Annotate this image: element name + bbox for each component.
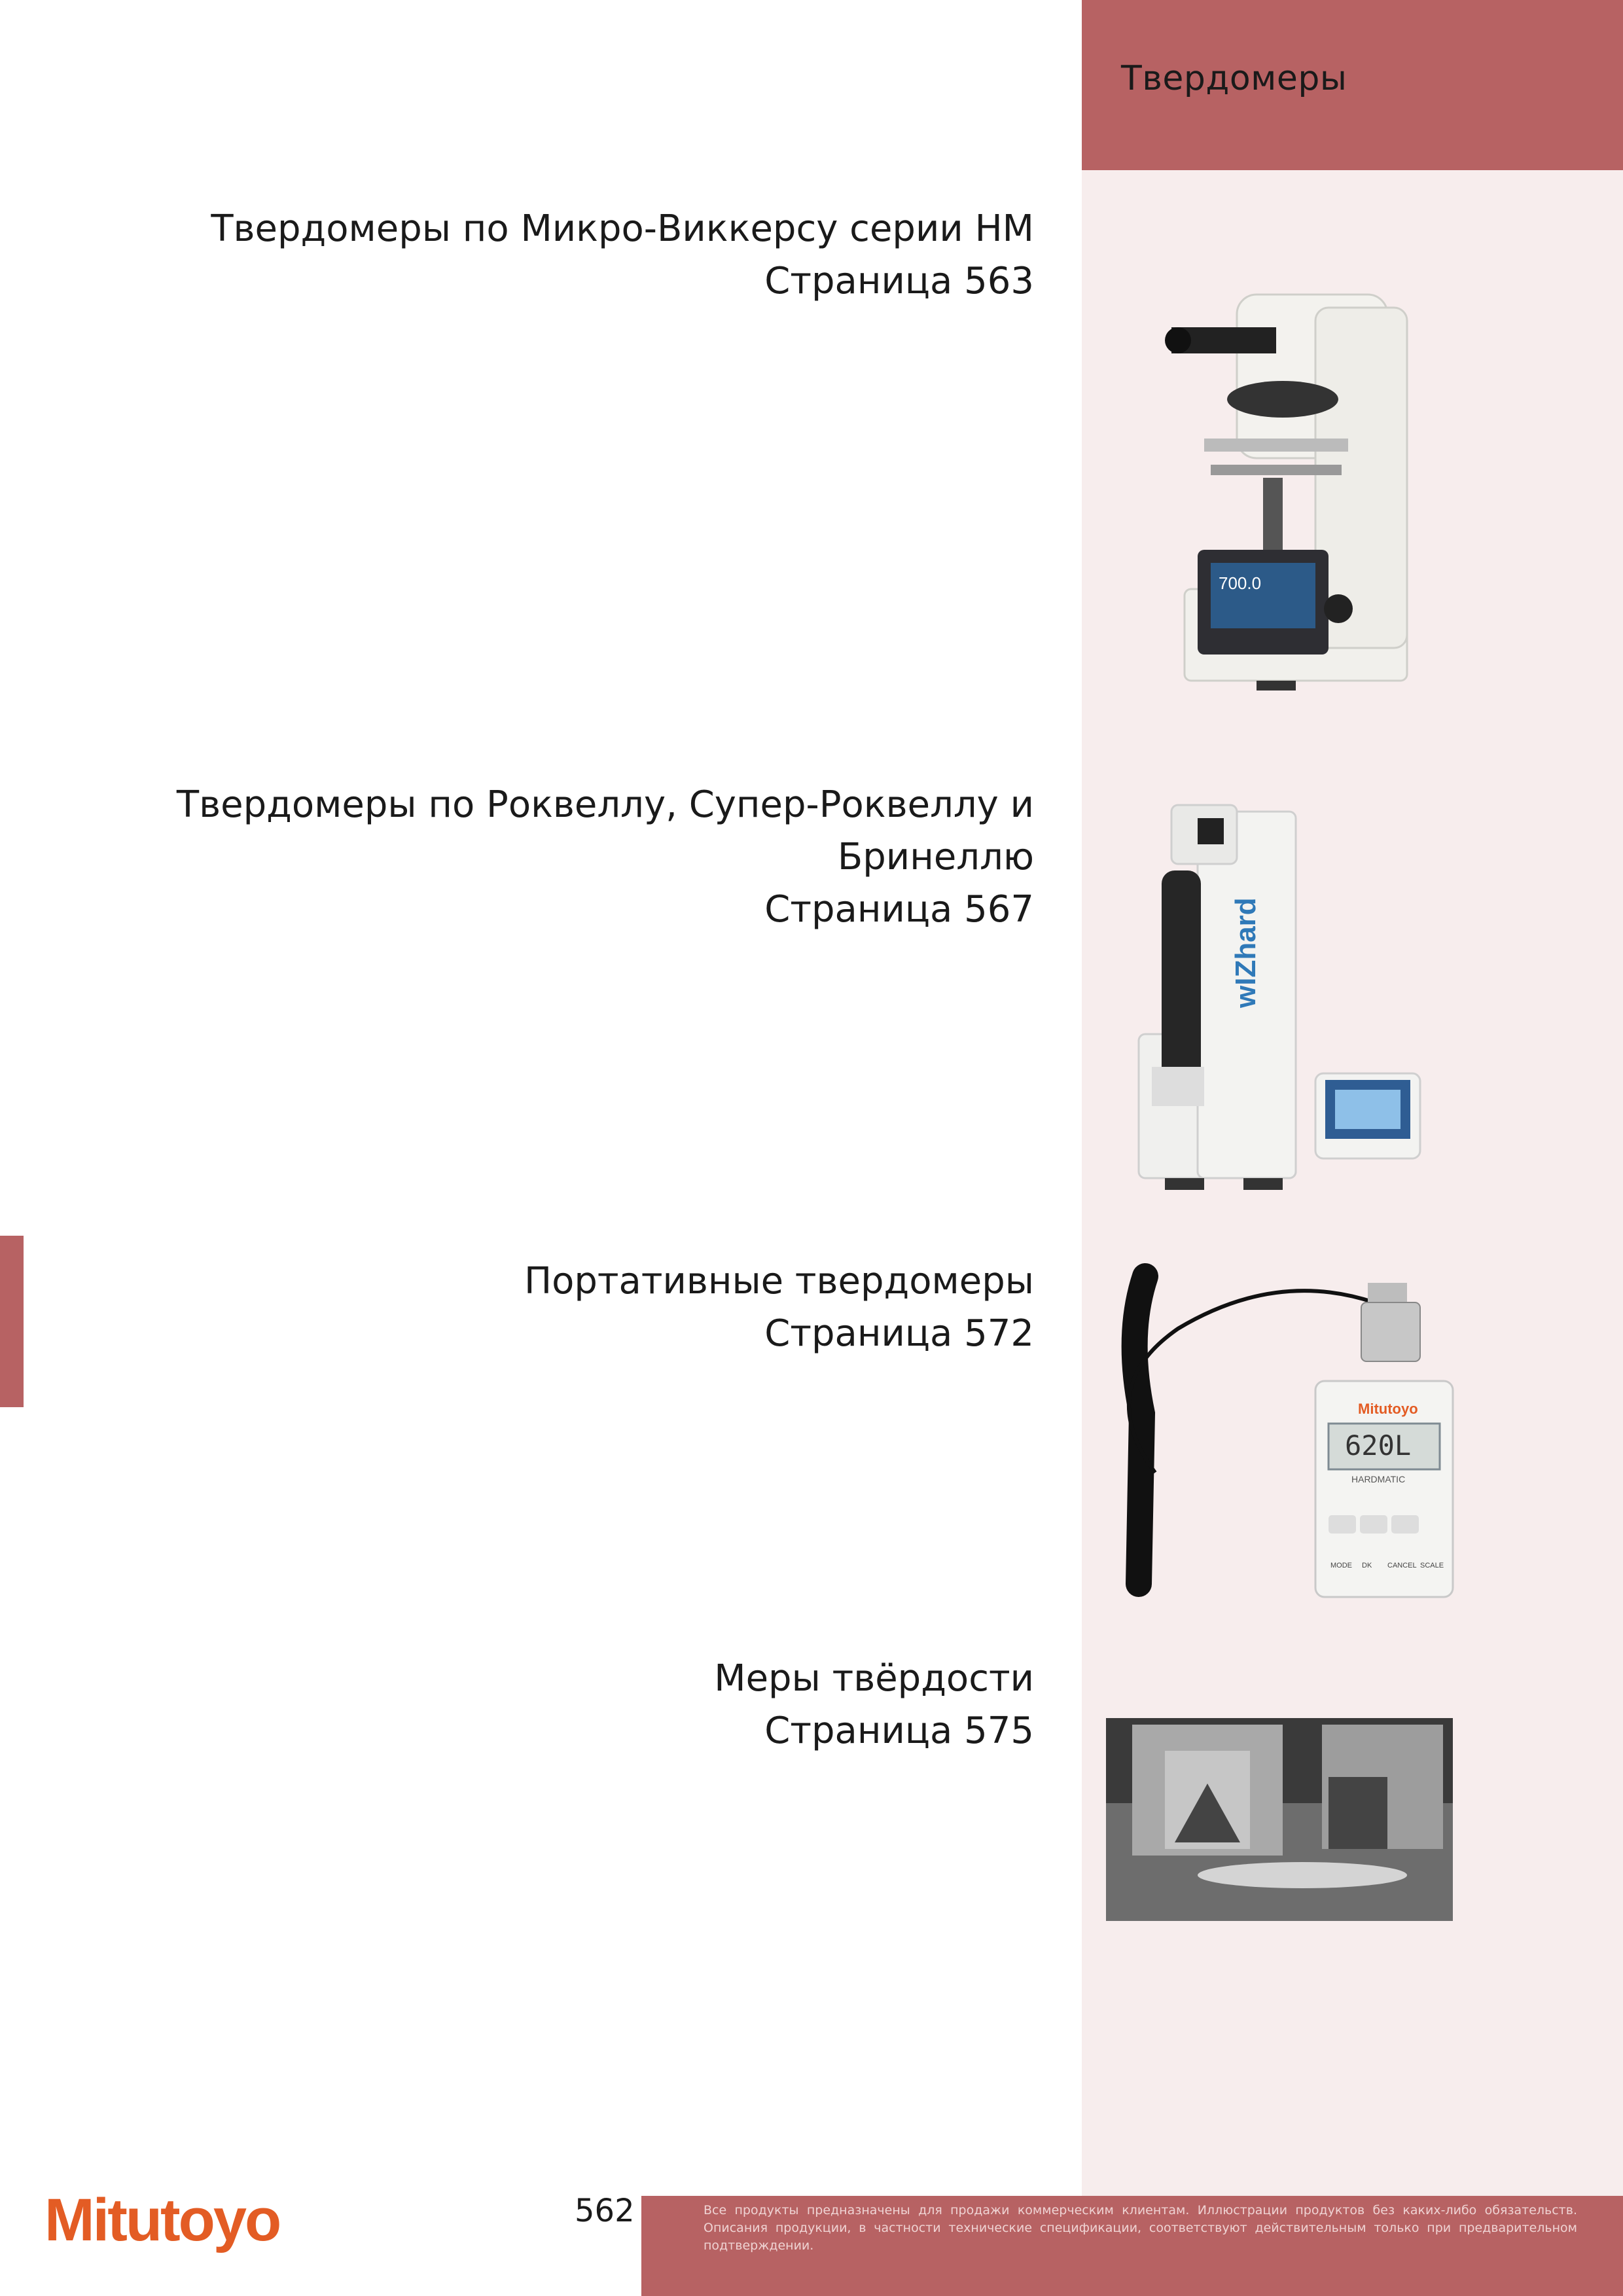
- side-tab-marker: [0, 1236, 24, 1407]
- footer-band: [641, 2196, 1623, 2296]
- hardness-blocks-image: [1106, 1718, 1453, 1921]
- section-title: Твердомеры: [1121, 59, 1347, 98]
- entry-title: Твердомеры по Роквеллу, Супер-Роквеллу и…: [176, 783, 1034, 878]
- hm-display-text: 700.0: [1219, 573, 1261, 593]
- portable-brand: Mitutoyo: [1358, 1401, 1418, 1417]
- entry-page: Страница 572: [764, 1312, 1034, 1355]
- header-band: [1082, 0, 1623, 170]
- entry-portable[interactable]: Портативные твердомеры Страница 572: [524, 1255, 1034, 1360]
- entry-hardness-blocks[interactable]: Меры твёрдости Страница 575: [714, 1653, 1034, 1757]
- key-label: MODE: [1330, 1562, 1352, 1570]
- footer-disclaimer: Все продукты предназначены для продажи к…: [704, 2203, 1577, 2253]
- mitutoyo-logo: Mitutoyo: [45, 2187, 281, 2253]
- key-label: DK: [1362, 1562, 1372, 1570]
- hm-tester-image: 700.0: [1165, 293, 1408, 691]
- portable-model: HARDMATIC: [1351, 1474, 1405, 1484]
- wizhard-tester-image: wIZhard: [1137, 804, 1421, 1190]
- entry-page: Страница 563: [764, 260, 1034, 302]
- key-label: CANCEL: [1387, 1562, 1417, 1570]
- entry-title: Меры твёрдости: [714, 1657, 1034, 1700]
- portable-tester-image: Mitutoyo 620L HARDMATIC MODE DK CANCEL S…: [1121, 1263, 1454, 1598]
- entry-rockwell[interactable]: Твердомеры по Роквеллу, Супер-Роквеллу и…: [0, 779, 1034, 936]
- entry-page: Страница 575: [764, 1710, 1034, 1752]
- entry-hm[interactable]: Твердомеры по Микро-Виккерсу серии HM Ст…: [211, 203, 1034, 308]
- page-number: 562: [575, 2193, 635, 2229]
- entry-title: Портативные твердомеры: [524, 1260, 1034, 1302]
- wizhard-label: wIZhard: [1230, 897, 1262, 1009]
- key-label: SCALE: [1420, 1562, 1444, 1570]
- entry-page: Страница 567: [764, 888, 1034, 931]
- entry-title: Твердомеры по Микро-Виккерсу серии HM: [211, 207, 1034, 250]
- portable-display: 620L: [1345, 1429, 1411, 1462]
